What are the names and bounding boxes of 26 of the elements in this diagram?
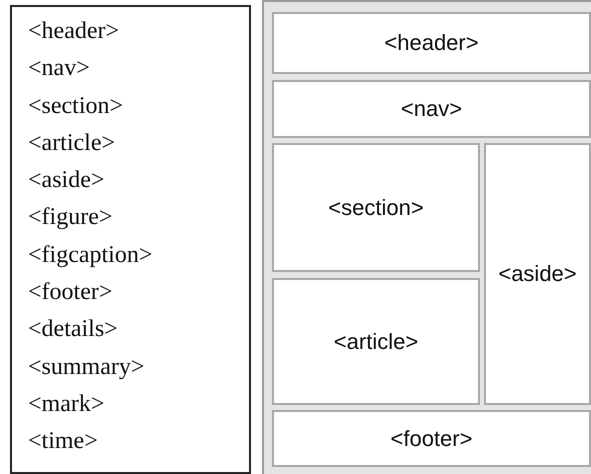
layout-region-box [272,278,480,405]
layout-region-box [272,12,591,74]
layout-region-box [272,143,480,272]
layout-panel [262,0,591,474]
tag-name: <section> [28,92,124,121]
region-label: <article> [334,328,418,354]
tag-name: <mark> [28,390,106,419]
tag-name: <header> [28,17,120,46]
tag-name: <article> [28,128,116,158]
tag-name: <figure> [28,203,114,232]
region-label: <nav> [400,96,462,122]
layout-region-box [272,80,591,138]
tag-list-panel [10,5,251,474]
tag-name: <aside> [28,166,106,196]
region-label: <footer> [390,426,472,452]
tag-name: <figcaption> [28,240,154,270]
tag-name: <summary> [28,352,146,382]
tag-name: <details> [28,315,119,344]
tag-name: <time> [28,427,99,456]
region-label: <aside> [498,261,577,287]
tag-name: <footer> [28,278,114,308]
layout-region-box [484,143,591,405]
region-label: <header> [384,30,479,56]
tag-name: <nav> [28,54,91,84]
region-label: <section> [328,194,424,220]
layout-region-box [272,410,591,467]
